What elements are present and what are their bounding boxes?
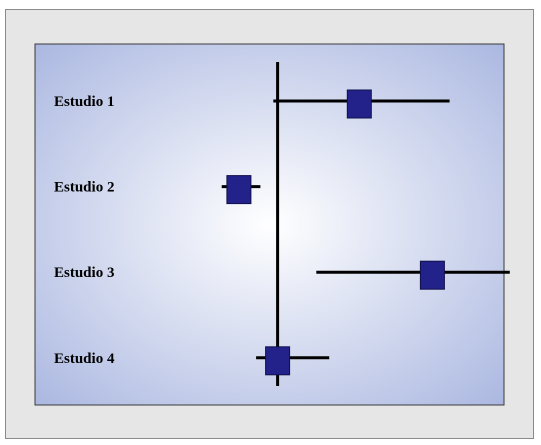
estimate-marker-1 xyxy=(346,89,372,119)
estimate-marker-4 xyxy=(265,346,291,376)
study-row-3: Estudio 3 xyxy=(54,260,510,290)
study-label-4: Estudio 4 xyxy=(54,351,115,367)
estimate-marker-2 xyxy=(226,175,252,205)
plot-panel xyxy=(34,43,505,406)
estimate-marker-3 xyxy=(419,260,445,290)
study-row-1: Estudio 1 xyxy=(54,89,450,119)
study-row-4: Estudio 4 xyxy=(54,346,330,376)
study-label-2: Estudio 2 xyxy=(54,180,114,196)
study-label-3: Estudio 3 xyxy=(54,265,114,281)
study-row-2: Estudio 2 xyxy=(54,175,261,205)
study-label-1: Estudio 1 xyxy=(54,94,114,110)
